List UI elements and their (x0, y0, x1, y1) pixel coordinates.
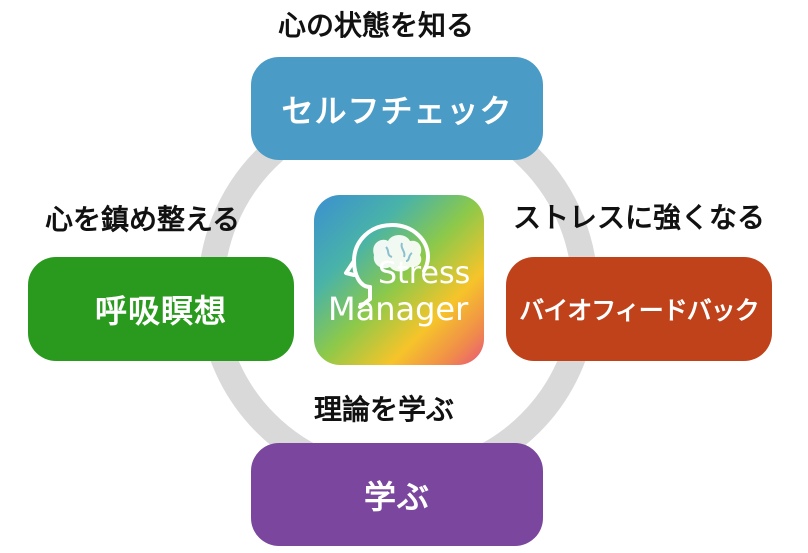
right-caption: ストレスに強くなる (513, 201, 766, 234)
bottom-caption: 理論を学ぶ (314, 393, 455, 426)
left-caption: 心を鎮め整える (45, 203, 241, 236)
biofeedback-box[interactable]: バイオフィードバック (506, 257, 772, 361)
stress-manager-logo: Stress Manager (314, 195, 484, 365)
top-caption: 心の状態を知る (278, 9, 475, 42)
logo-line1: Stress (378, 256, 471, 291)
self-check-box[interactable]: セルフチェック (251, 57, 543, 160)
head-brain-icon (344, 222, 431, 309)
logo-line2: Manager (328, 290, 469, 328)
learn-box[interactable]: 学ぶ (251, 443, 543, 546)
breathing-meditation-box[interactable]: 呼吸瞑想 (28, 257, 294, 361)
